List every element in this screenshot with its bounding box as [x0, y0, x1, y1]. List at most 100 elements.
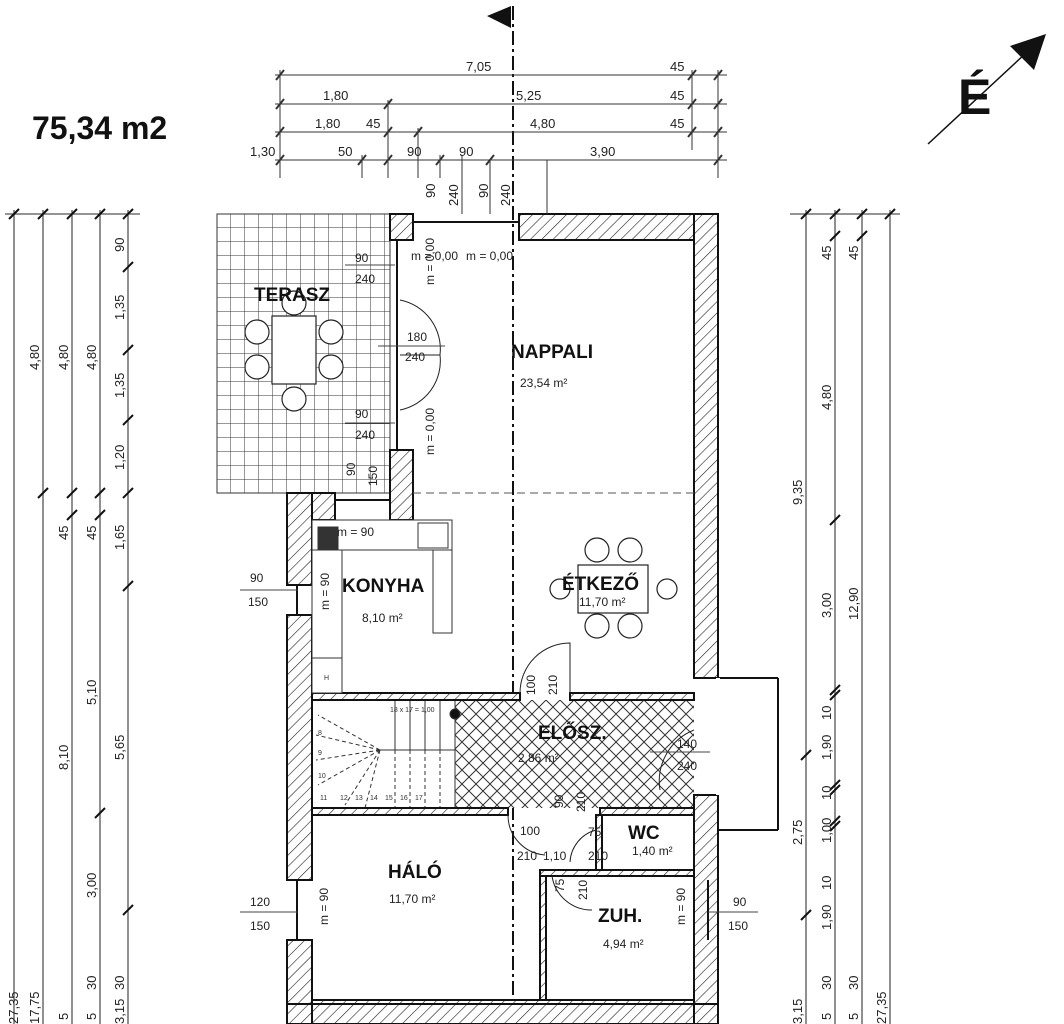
- svg-text:210: 210: [576, 880, 590, 900]
- svg-text:150: 150: [248, 595, 268, 609]
- svg-text:m = 0,00: m = 0,00: [423, 238, 437, 285]
- dim-label: 3,90: [590, 144, 615, 159]
- svg-text:m = 0,00: m = 0,00: [411, 249, 458, 263]
- svg-text:3,00: 3,00: [819, 593, 834, 618]
- svg-text:240: 240: [677, 759, 697, 773]
- dim-label: 90: [423, 184, 438, 198]
- room-name-eloszoba: ELŐSZ.: [538, 722, 607, 744]
- svg-text:1,20: 1,20: [112, 445, 127, 470]
- svg-text:5,10: 5,10: [84, 680, 99, 705]
- room-name-wc: WC: [628, 823, 660, 844]
- svg-text:30: 30: [112, 976, 127, 990]
- section-marker-icon: [487, 6, 514, 1024]
- sink-icon: [317, 526, 339, 551]
- svg-text:30: 30: [819, 976, 834, 990]
- svg-text:4,80: 4,80: [27, 345, 42, 370]
- svg-text:45: 45: [84, 526, 99, 540]
- svg-text:45: 45: [56, 526, 71, 540]
- dining-table-icon: [549, 537, 678, 639]
- svg-text:3,15: 3,15: [112, 999, 127, 1024]
- staircase: [311, 699, 461, 809]
- walls: [286, 213, 719, 1024]
- svg-text:210: 210: [588, 849, 608, 863]
- glazing: [287, 221, 779, 1005]
- cooktop-icon: [417, 522, 449, 549]
- svg-text:100: 100: [524, 675, 538, 695]
- dim-label: 90: [476, 184, 491, 198]
- dim-label: 1,80: [315, 116, 340, 131]
- svg-text:m = 90: m = 90: [674, 888, 688, 925]
- fridge-label: H: [324, 675, 329, 682]
- dim-label: 4,80: [530, 116, 555, 131]
- svg-text:75: 75: [588, 825, 602, 839]
- hall-floor: [455, 700, 694, 808]
- svg-text:10: 10: [819, 876, 834, 890]
- svg-text:5: 5: [819, 1013, 834, 1020]
- svg-text:m = 0,00: m = 0,00: [423, 408, 437, 455]
- top-dimensions: [275, 69, 727, 214]
- svg-text:27,35: 27,35: [6, 991, 21, 1024]
- svg-text:5: 5: [846, 1013, 861, 1020]
- svg-text:27,35: 27,35: [874, 991, 889, 1024]
- svg-text:10: 10: [819, 706, 834, 720]
- svg-text:240: 240: [355, 272, 375, 286]
- svg-text:90: 90: [355, 407, 369, 421]
- svg-text:180: 180: [407, 330, 427, 344]
- dim-label: 45: [670, 88, 684, 103]
- room-area-nappali: 23,54 m²: [520, 376, 567, 390]
- svg-text:210: 210: [517, 849, 537, 863]
- dim-label: 45: [670, 116, 684, 131]
- svg-text:75: 75: [553, 878, 567, 892]
- svg-text:140: 140: [677, 737, 697, 751]
- svg-text:90: 90: [552, 794, 566, 808]
- svg-text:45: 45: [819, 246, 834, 260]
- stair-step: 12: [340, 795, 348, 802]
- dim-label: 240: [446, 184, 461, 206]
- dim-label: 7,05: [466, 59, 491, 74]
- stair-step: 10: [318, 773, 326, 780]
- stair-step: 17: [415, 795, 423, 802]
- svg-text:90: 90: [112, 238, 127, 252]
- dim-label: 240: [498, 184, 513, 206]
- svg-text:m = 90: m = 90: [318, 573, 332, 610]
- svg-text:5: 5: [56, 1013, 71, 1020]
- svg-text:1,35: 1,35: [112, 295, 127, 320]
- svg-text:m = 90: m = 90: [337, 525, 374, 539]
- door-swings: [399, 299, 695, 911]
- svg-text:9,35: 9,35: [790, 480, 805, 505]
- svg-text:30: 30: [84, 976, 99, 990]
- svg-text:90: 90: [355, 251, 369, 265]
- room-name-nappali: NAPPALI: [511, 342, 593, 363]
- svg-text:90: 90: [344, 462, 358, 476]
- svg-text:30: 30: [846, 976, 861, 990]
- dim-label: 1,80: [323, 88, 348, 103]
- dim-label: 45: [670, 59, 684, 74]
- svg-text:2,75: 2,75: [790, 820, 805, 845]
- dim-label: 5,25: [516, 88, 541, 103]
- north-arrow-icon: [927, 34, 1046, 145]
- svg-text:210: 210: [546, 675, 560, 695]
- svg-text:1,35: 1,35: [112, 373, 127, 398]
- room-area-halo: 11,70 m²: [389, 892, 435, 906]
- room-name-zuhany: ZUH.: [598, 906, 642, 927]
- dim-label: 50: [338, 144, 352, 159]
- room-name-halo: HÁLÓ: [388, 861, 442, 883]
- svg-text:1,90: 1,90: [819, 905, 834, 930]
- room-name-terasz: TERASZ: [254, 285, 330, 306]
- terrace-table-icon: [244, 290, 344, 412]
- stair-step: 11: [320, 795, 327, 802]
- kitchen-counter: [311, 519, 453, 694]
- svg-text:m = 90: m = 90: [317, 888, 331, 925]
- room-area-etkezo: 11,70 m²: [579, 595, 625, 609]
- north-label: É: [958, 69, 992, 125]
- total-area-label: 75,34 m2: [32, 110, 168, 146]
- room-area-wc: 1,40 m²: [632, 844, 673, 858]
- svg-text:m = 0,00: m = 0,00: [466, 249, 513, 263]
- svg-text:5,65: 5,65: [112, 735, 127, 760]
- svg-text:1,00: 1,00: [819, 818, 834, 843]
- opening-labels: 90 240 180 240 90 240 m = 0,00 m = 0,00 …: [240, 238, 758, 933]
- svg-text:120: 120: [250, 895, 270, 909]
- right-dimensions: [790, 208, 900, 1024]
- stair-step: 14: [370, 795, 378, 802]
